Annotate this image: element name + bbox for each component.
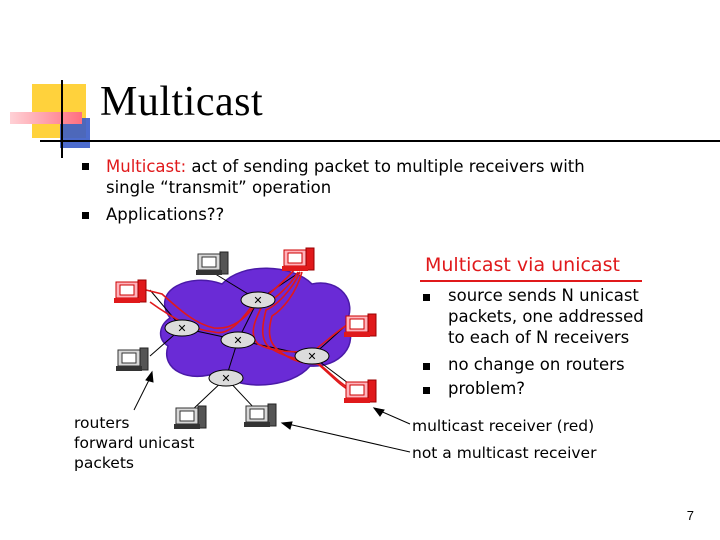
deco-pink-bar (10, 112, 82, 124)
bullet-marker (423, 363, 430, 370)
multicast-receiver-icon (344, 379, 377, 403)
bullet-marker (82, 163, 89, 170)
bullet-2: Applications?? (106, 205, 225, 224)
routers-label-line-1: routers (74, 414, 130, 432)
bullet-1-text: act of sending packet to multiple receiv… (186, 157, 585, 176)
panel-title-underline (420, 280, 642, 282)
bullet-1-continuation: single “transmit” operation (106, 178, 332, 197)
routers-label-line-3: packets (74, 454, 134, 472)
router-icon: ✕ (220, 331, 256, 349)
panel-bullet-3: problem? (448, 379, 526, 398)
bullet-marker (423, 294, 430, 301)
svg-text:✕: ✕ (253, 294, 262, 307)
multicast-receiver-icon (344, 313, 377, 337)
legend-receiver: multicast receiver (red) (412, 417, 595, 435)
slide-title: Multicast (100, 79, 264, 125)
multicast-receiver-icon (282, 247, 315, 271)
bullet-1-term: Multicast: (106, 157, 187, 176)
router-icon: ✕ (294, 347, 330, 365)
bullet-marker (423, 387, 430, 394)
svg-text:✕: ✕ (233, 334, 242, 347)
routers-label-line-2: forward unicast (74, 434, 195, 452)
panel-title: Multicast via unicast (425, 254, 620, 276)
router-icon: ✕ (164, 319, 200, 337)
router-icon: ✕ (208, 369, 244, 387)
legend-non-receiver: not a multicast receiver (412, 444, 597, 462)
panel-bullet-1-line-1: source sends N unicast (448, 286, 639, 305)
bullet-marker (82, 212, 89, 219)
panel-bullet-1-line-3: to each of N receivers (448, 328, 630, 347)
non-receiver-icon (116, 347, 149, 371)
page-number: 7 (686, 508, 694, 523)
title-rule (40, 140, 720, 142)
legend-arrows (133, 370, 411, 453)
svg-text:✕: ✕ (221, 372, 230, 385)
deco-vline (61, 80, 63, 158)
router-icon: ✕ (240, 291, 276, 309)
svg-text:✕: ✕ (307, 350, 316, 363)
non-receiver-icon (174, 405, 207, 429)
bullet-1: Multicast: act of sending packet to mult… (106, 156, 585, 177)
non-receiver-icon (244, 403, 277, 427)
panel-bullet-1-line-2: packets, one addressed (448, 307, 644, 326)
svg-text:✕: ✕ (177, 322, 186, 335)
multicast-receiver-icon (114, 279, 147, 303)
unicast-paths (137, 267, 357, 395)
panel-bullet-2: no change on routers (448, 355, 625, 374)
non-receiver-icon (196, 251, 229, 275)
